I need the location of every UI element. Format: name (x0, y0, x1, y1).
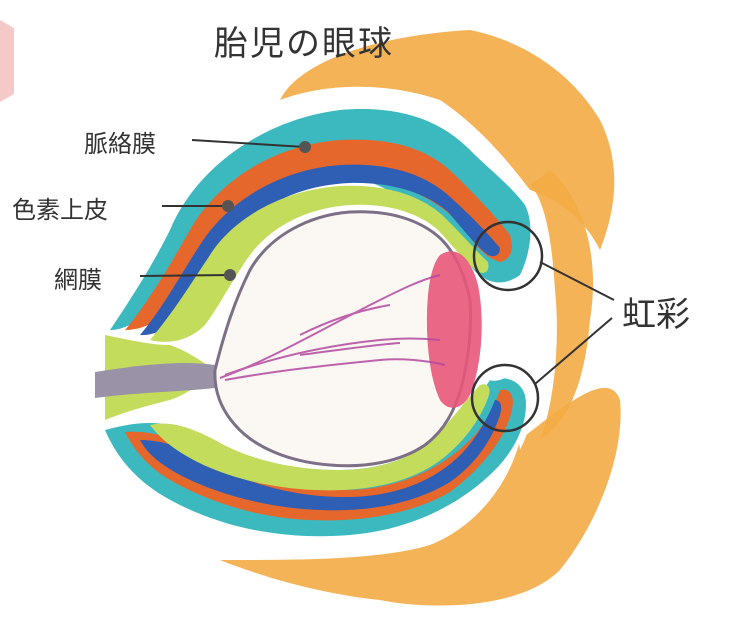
retina-leader (140, 275, 230, 276)
lens (427, 251, 482, 408)
label-iris: 虹彩 (622, 287, 690, 336)
diagram-title: 胎児の眼球 (214, 16, 394, 65)
label-choroid: 脈絡膜 (84, 124, 156, 159)
retina-dot (224, 269, 236, 281)
choroid-dot (299, 141, 311, 153)
label-retina: 網膜 (54, 260, 102, 295)
label-pigment-epithelium: 色素上皮 (12, 190, 108, 225)
pigment-epithelium-dot (222, 200, 234, 212)
